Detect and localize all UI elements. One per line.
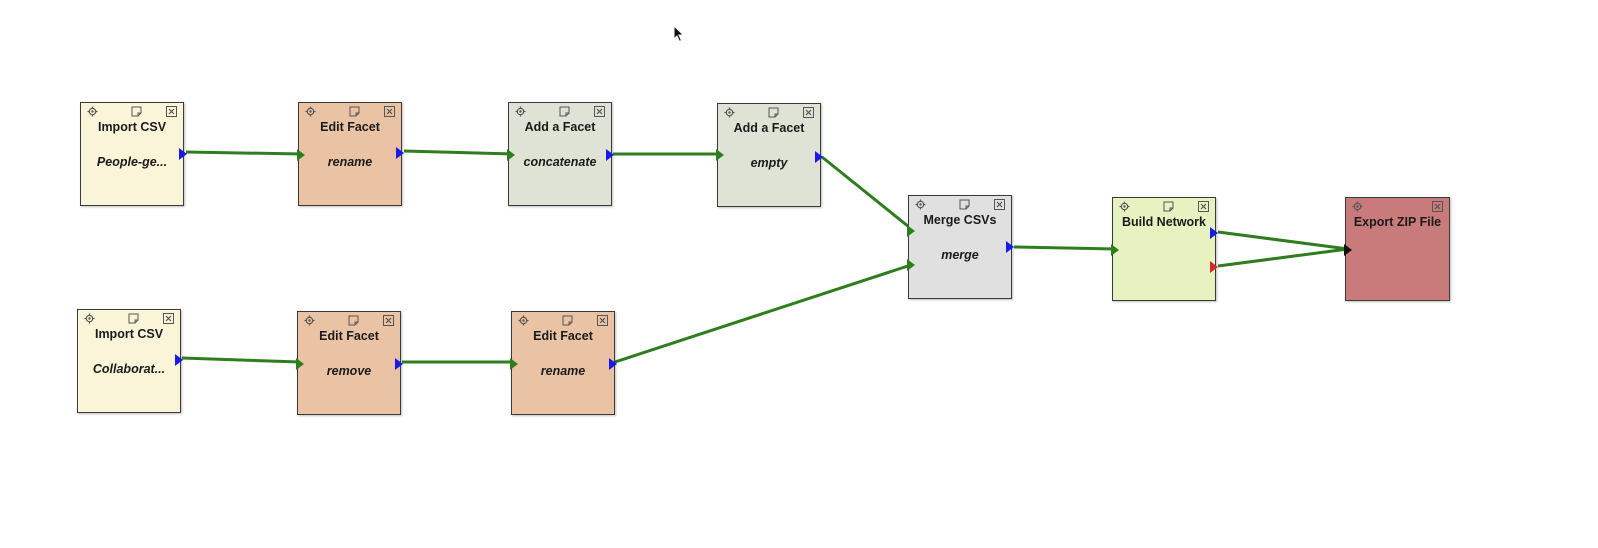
node-subtitle: People-ge...	[96, 155, 168, 169]
gear-icon[interactable]	[915, 199, 926, 210]
output-port[interactable]	[815, 151, 823, 163]
input-port[interactable]	[297, 149, 305, 161]
note-icon[interactable]	[559, 106, 570, 117]
note-icon[interactable]	[959, 199, 970, 210]
close-icon[interactable]	[163, 313, 174, 324]
gear-icon[interactable]	[724, 107, 735, 118]
node-title: Edit Facet	[533, 329, 593, 343]
wire-add2-merge	[821, 155, 915, 233]
input-port-2[interactable]	[907, 259, 915, 271]
node-title: Import CSV	[97, 120, 167, 134]
close-icon[interactable]	[1198, 201, 1209, 212]
gear-icon[interactable]	[1119, 201, 1130, 212]
node-edit-facet-3[interactable]: Edit Facet rename	[510, 311, 617, 415]
node-edit-facet-1[interactable]: Edit Facet rename	[297, 102, 404, 206]
close-icon[interactable]	[597, 315, 608, 326]
input-port-1[interactable]	[907, 225, 915, 237]
close-icon[interactable]	[1432, 201, 1443, 212]
close-icon[interactable]	[384, 106, 395, 117]
node-subtitle: rename	[540, 364, 586, 378]
node-add-facet-1[interactable]: Add a Facet concatenate	[507, 102, 614, 206]
wire-network-export-a	[1217, 230, 1349, 251]
close-icon[interactable]	[594, 106, 605, 117]
node-title: Edit Facet	[319, 329, 379, 343]
note-icon[interactable]	[349, 106, 360, 117]
input-port[interactable]	[507, 149, 515, 161]
input-port[interactable]	[1111, 244, 1119, 256]
close-icon[interactable]	[383, 315, 394, 326]
wire-edit3-merge	[614, 262, 915, 364]
node-title: Import CSV	[94, 327, 164, 341]
node-subtitle: remove	[326, 364, 372, 378]
output-port[interactable]	[179, 148, 187, 160]
node-edit-facet-2[interactable]: Edit Facet remove	[296, 311, 403, 415]
node-title: Edit Facet	[320, 120, 380, 134]
output-port-nodes[interactable]	[1210, 227, 1218, 239]
gear-icon[interactable]	[87, 106, 98, 117]
output-port[interactable]	[606, 149, 614, 161]
node-merge-csvs[interactable]: Merge CSVs merge	[907, 195, 1014, 299]
input-port[interactable]	[1344, 244, 1352, 256]
gear-icon[interactable]	[1352, 201, 1363, 212]
node-import-csv-1[interactable]: Import CSV People-ge...	[80, 102, 187, 206]
close-icon[interactable]	[994, 199, 1005, 210]
gear-icon[interactable]	[84, 313, 95, 324]
wire-import2-edit2	[181, 356, 301, 364]
node-export-zip-file[interactable]: Export ZIP File	[1344, 197, 1450, 301]
wire-edit1-add1	[403, 149, 513, 156]
gear-icon[interactable]	[515, 106, 526, 117]
node-add-facet-2[interactable]: Add a Facet empty	[716, 103, 823, 207]
node-subtitle: empty	[750, 156, 788, 170]
mouse-cursor-icon	[673, 24, 685, 48]
node-import-csv-2[interactable]: Import CSV Collaborat...	[77, 309, 183, 413]
node-title: Add a Facet	[524, 120, 596, 134]
output-port[interactable]	[1006, 241, 1014, 253]
gear-icon[interactable]	[304, 315, 315, 326]
close-icon[interactable]	[803, 107, 814, 118]
output-port[interactable]	[609, 358, 617, 370]
node-subtitle: concatenate	[523, 155, 597, 169]
node-title: Add a Facet	[733, 121, 805, 135]
node-build-network[interactable]: Build Network	[1111, 197, 1218, 301]
gear-icon[interactable]	[518, 315, 529, 326]
wire-network-export-b	[1217, 247, 1349, 268]
input-port[interactable]	[296, 358, 304, 370]
wire-import1-edit1	[185, 150, 303, 156]
node-title: Merge CSVs	[923, 213, 997, 227]
gear-icon[interactable]	[305, 106, 316, 117]
output-port[interactable]	[175, 354, 183, 366]
note-icon[interactable]	[768, 107, 779, 118]
node-title: Build Network	[1121, 215, 1207, 229]
node-title: Export ZIP File	[1353, 215, 1442, 229]
node-subtitle: Collaborat...	[92, 362, 166, 376]
note-icon[interactable]	[128, 313, 139, 324]
node-subtitle: merge	[941, 248, 979, 262]
output-port[interactable]	[396, 147, 404, 159]
note-icon[interactable]	[131, 106, 142, 117]
note-icon[interactable]	[562, 315, 573, 326]
close-icon[interactable]	[166, 106, 177, 117]
input-port[interactable]	[510, 358, 518, 370]
note-icon[interactable]	[348, 315, 359, 326]
output-port-edges[interactable]	[1210, 261, 1218, 273]
wire-merge-network	[1013, 245, 1117, 251]
note-icon[interactable]	[1163, 201, 1174, 212]
node-subtitle: rename	[327, 155, 373, 169]
input-port[interactable]	[716, 149, 724, 161]
output-port[interactable]	[395, 358, 403, 370]
